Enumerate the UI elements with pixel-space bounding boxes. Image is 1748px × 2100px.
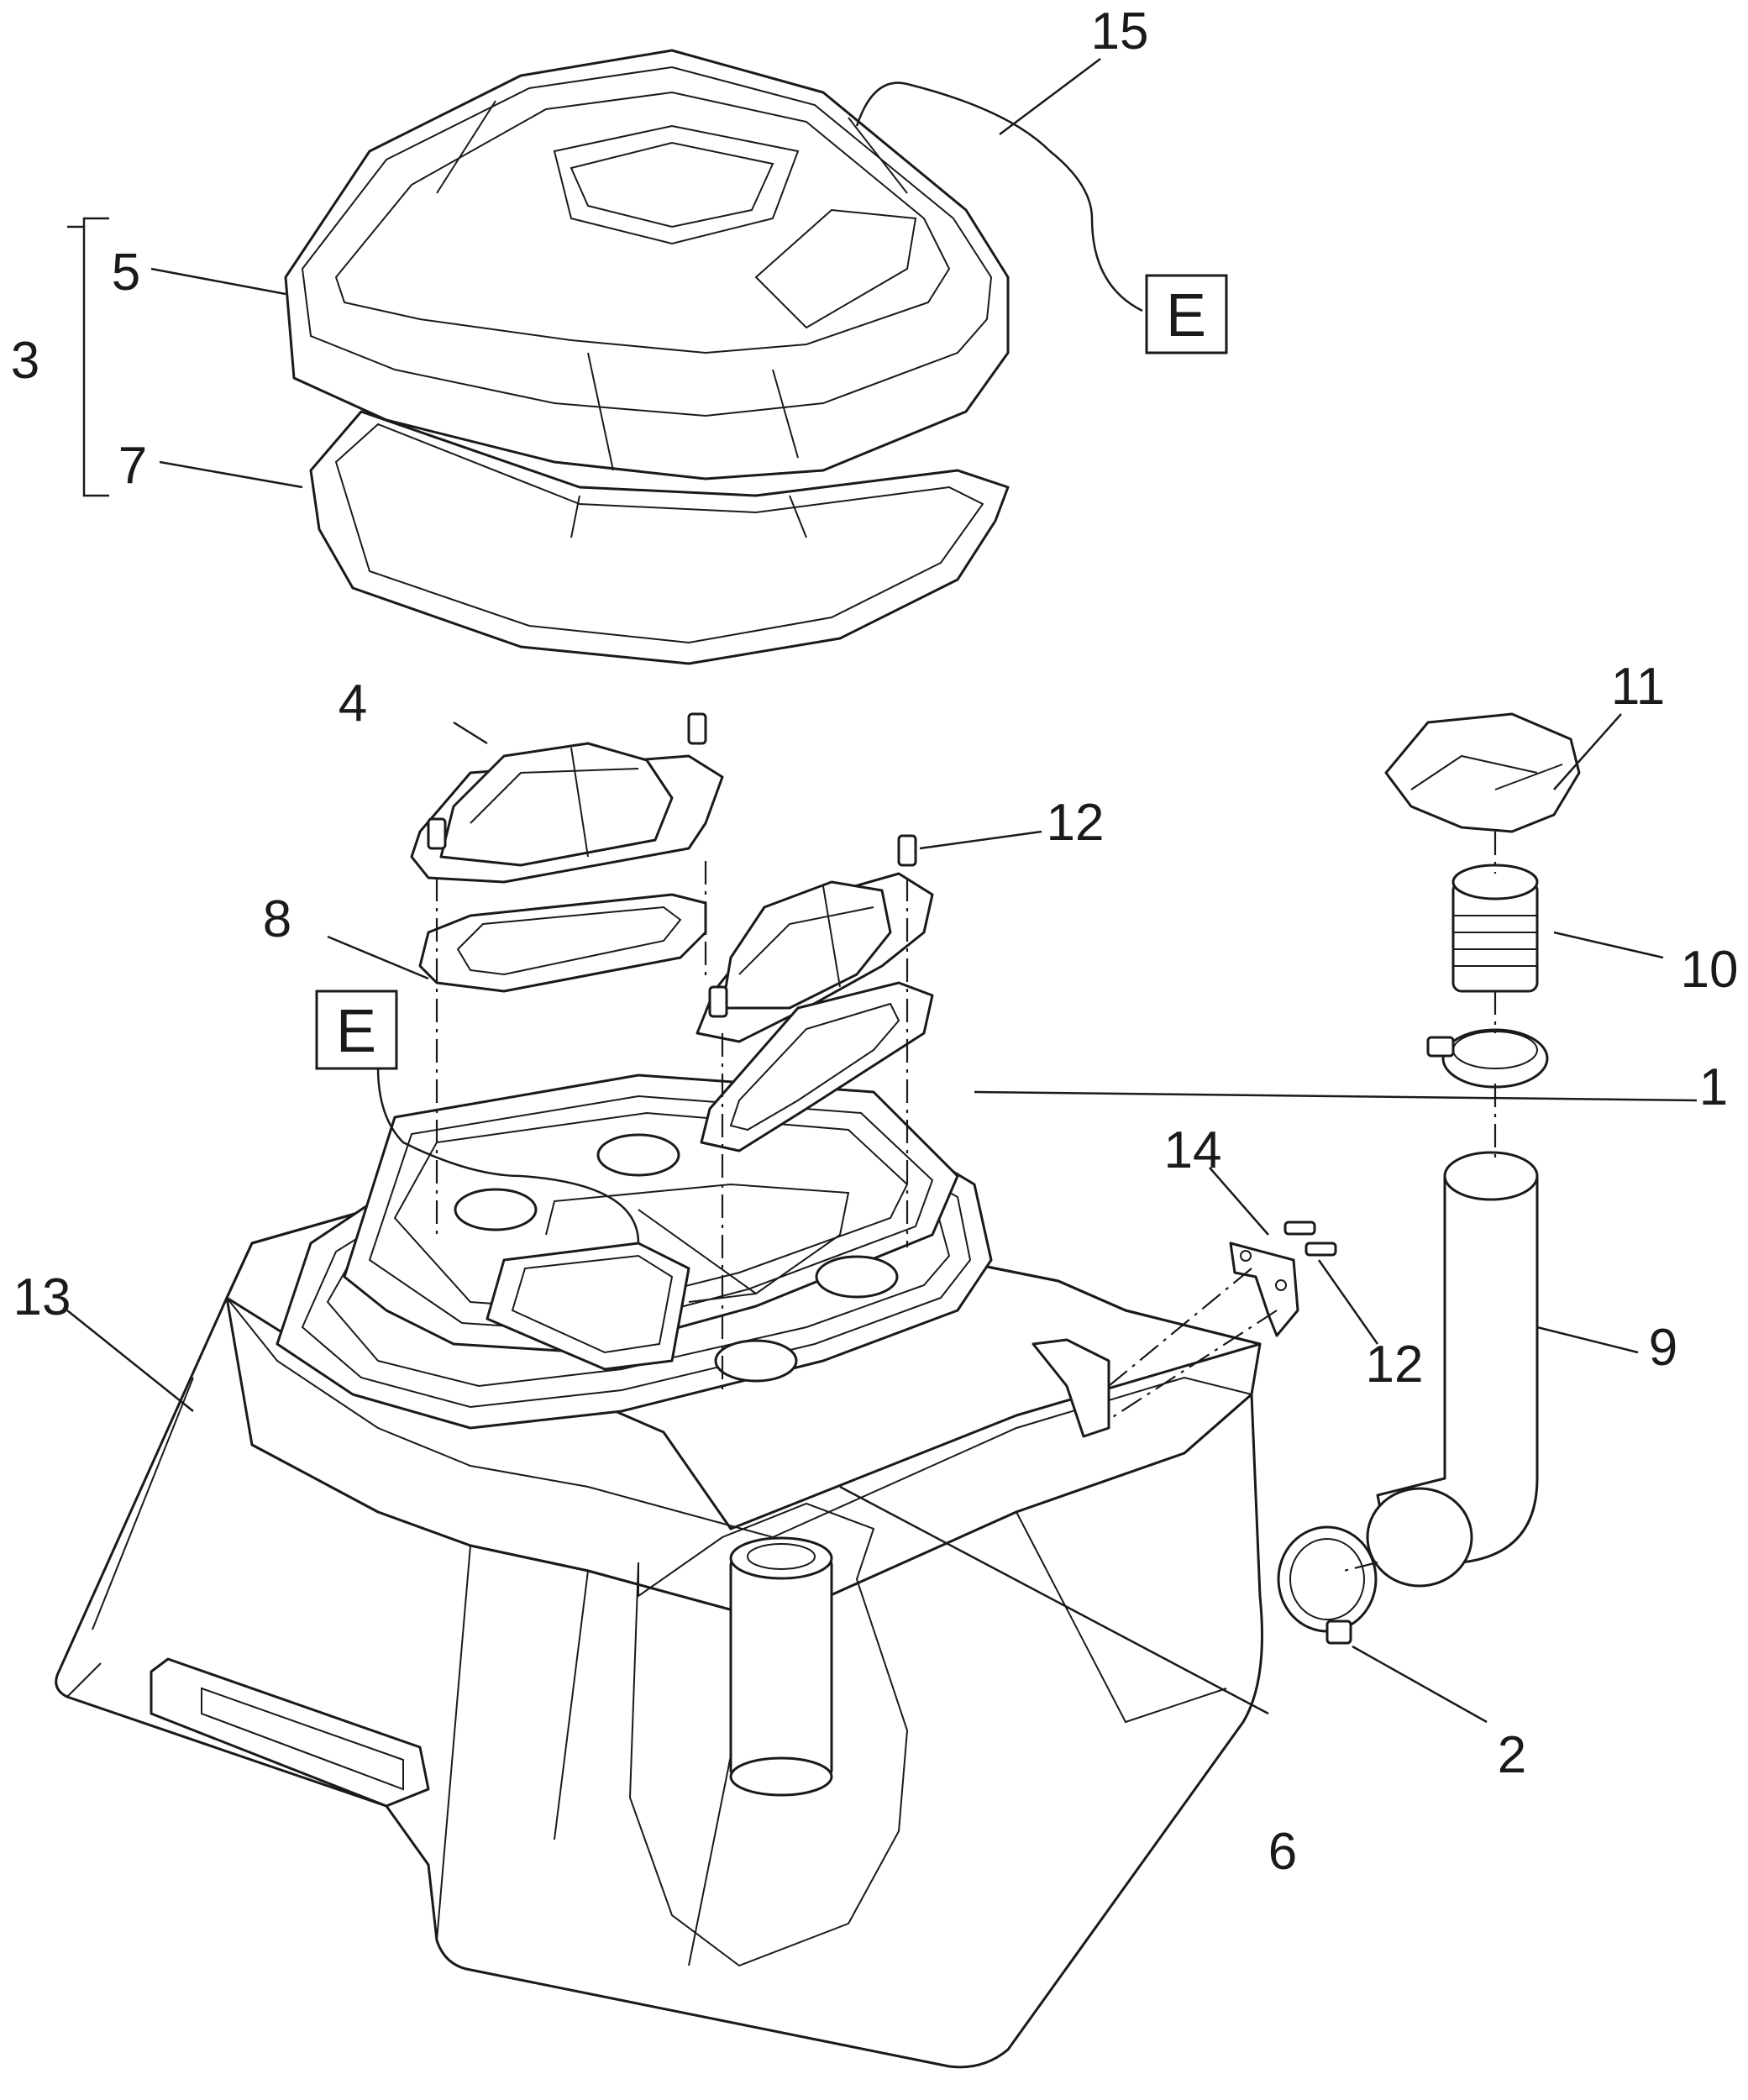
centerlines: [435, 832, 1497, 1572]
elbow-hose: [1366, 1151, 1539, 1588]
callout-12-top: 12: [1047, 794, 1105, 852]
callout-1: 1: [1699, 1058, 1728, 1116]
callout-numbers: 1 2 3 4 5 6 7 8 9 10 11 12 12 13 14 15: [11, 3, 1739, 1881]
callout-13: 13: [13, 1268, 71, 1326]
callout-8: 8: [263, 890, 291, 948]
callout-14: 14: [1164, 1121, 1222, 1179]
tank-body: [55, 1074, 1263, 2069]
callout-5: 5: [112, 244, 140, 302]
vent-gasket-left: [418, 893, 707, 993]
vent-gasket-right: [700, 981, 934, 1152]
ref-label-left: E: [336, 998, 376, 1065]
callout-6: 6: [1268, 1823, 1297, 1881]
hose-clamp-lower: [1277, 1525, 1378, 1645]
bracket: [1229, 1242, 1299, 1337]
leader-lines: [66, 58, 1698, 1724]
callout-2: 2: [1498, 1726, 1526, 1784]
callout-12-bottom: 12: [1366, 1336, 1424, 1394]
callout-7: 7: [118, 437, 147, 495]
screws: [427, 712, 1337, 1257]
callout-4: 4: [339, 675, 367, 732]
ref-box-top: E: [1145, 274, 1228, 354]
callout-9: 9: [1649, 1319, 1677, 1377]
hose-clamp-upper: [1426, 1028, 1549, 1089]
bellows-connector: [1451, 864, 1539, 993]
lid-assembly: [284, 49, 1010, 665]
callout-11: 11: [1611, 658, 1665, 716]
cap: [1384, 712, 1581, 833]
callout-10: 10: [1681, 941, 1739, 999]
vent-cover-right: [696, 872, 934, 1043]
vent-cover-left: [410, 742, 724, 884]
ref-box-left: E: [315, 990, 398, 1070]
filler-neck: [628, 1502, 909, 1967]
ref-label-top: E: [1166, 282, 1206, 349]
callout-3: 3: [11, 332, 39, 390]
callout-15: 15: [1091, 3, 1149, 60]
